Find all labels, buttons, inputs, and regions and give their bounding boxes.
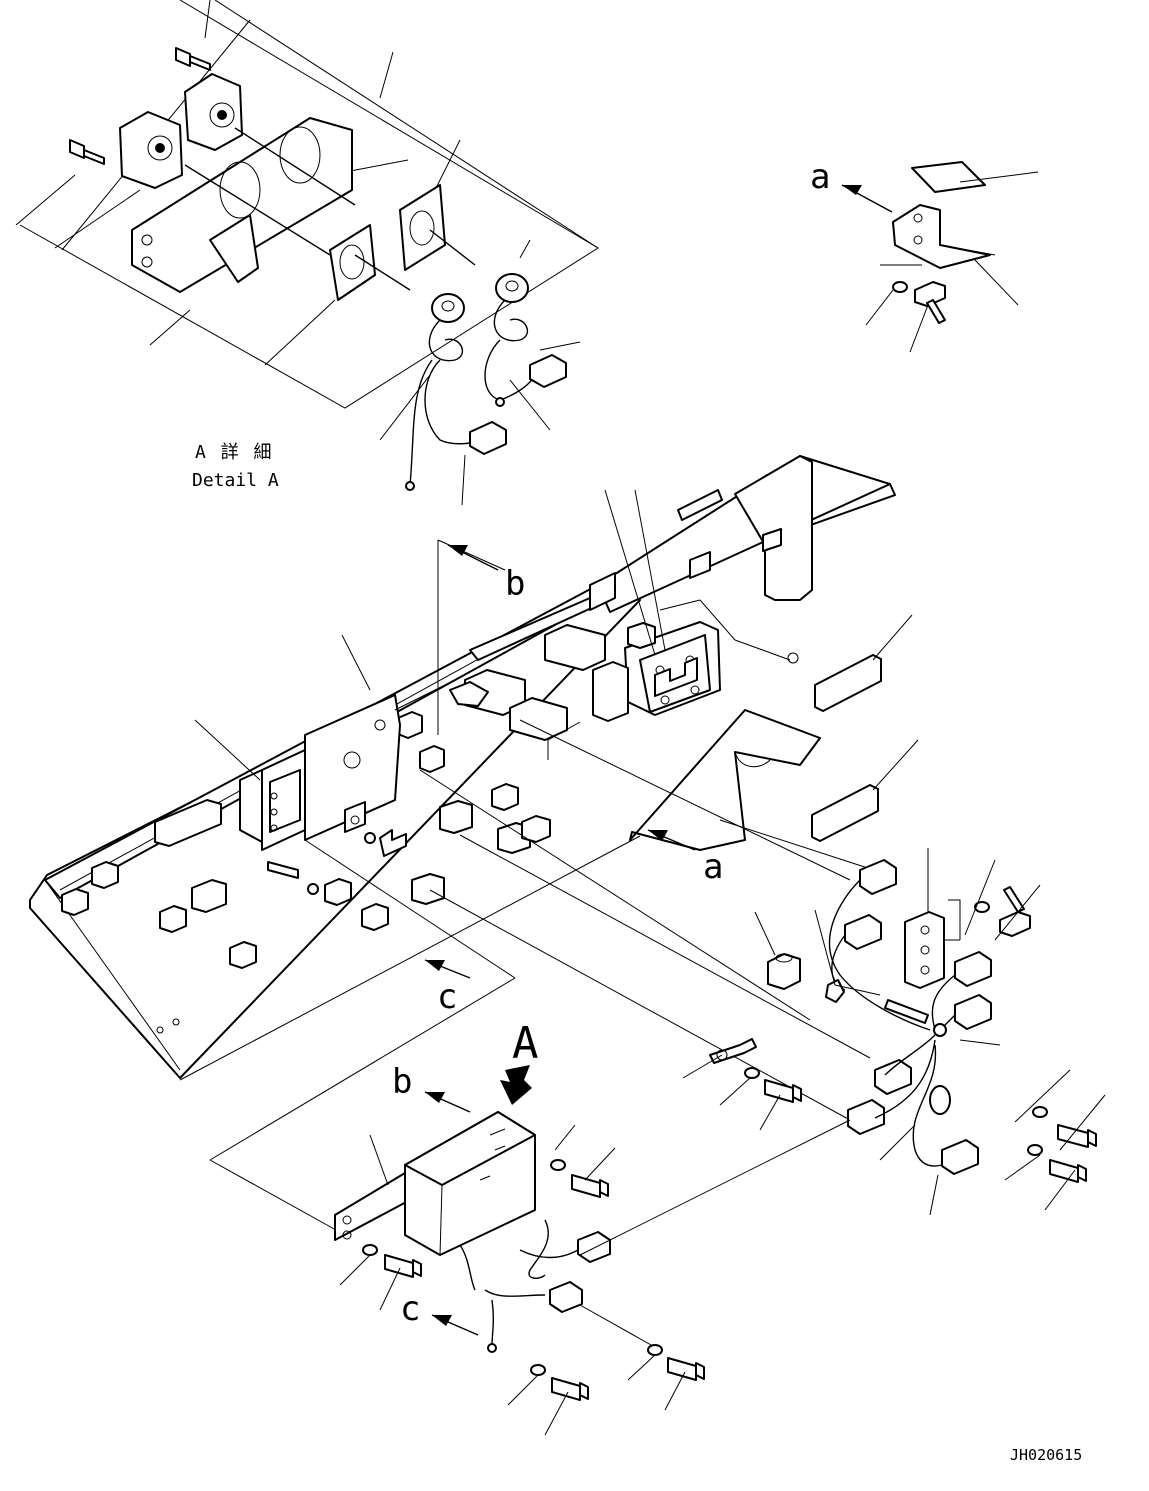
view-label-c-low: c (400, 1289, 420, 1329)
view-label-a-top: a (810, 157, 830, 197)
harness-assembly (754, 848, 1106, 1216)
view-label-b-low: b (392, 1062, 412, 1102)
view-label-a-mid: a (703, 847, 723, 887)
detail-a-view: A 詳 細 Detail A (15, 0, 599, 506)
main-assembly (29, 455, 919, 1236)
drawing-number: JH020615 (1010, 1446, 1082, 1464)
detail-title-en: Detail A (192, 470, 279, 491)
view-label-b-mid: b (505, 564, 525, 604)
detail-title-jp: A 詳 細 (195, 442, 274, 463)
view-label-c-mid: c (437, 977, 457, 1017)
view-label-A: A (512, 1018, 539, 1069)
clip-and-bolt (682, 1038, 802, 1131)
controller-unit: A b (334, 1018, 851, 1436)
view-a-bracket: a (810, 157, 1039, 353)
view-arrows: b a c (424, 544, 723, 1017)
